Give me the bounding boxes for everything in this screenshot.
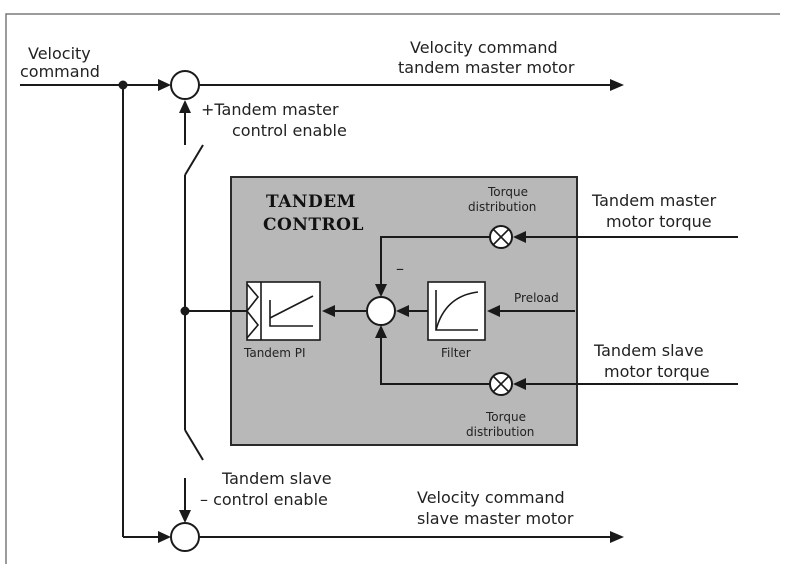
minus-sign: – [396, 259, 404, 278]
filter-to-sum-arrow [396, 305, 409, 317]
filter-curve [435, 291, 479, 331]
torque-bottom-to-sum-line [380, 337, 490, 385]
master-torque-label-1: Tandem master [591, 191, 717, 210]
slave-output-arrow [610, 531, 624, 543]
slave-summing-node [170, 522, 200, 552]
master-torque-label-2: motor torque [606, 212, 712, 231]
tandem-pi-label: Tandem PI [243, 346, 306, 360]
block-title-2: CONTROL [263, 215, 364, 235]
slave-torque-input-arrow [513, 378, 526, 390]
filter-label: Filter [441, 346, 471, 360]
master-enable-label-1: +Tandem master [201, 100, 339, 119]
master-output-arrow [610, 79, 624, 91]
slave-enable-label-1: Tandem slave [221, 469, 332, 488]
master-summing-node [170, 70, 200, 100]
velocity-command-label-1: Velocity [28, 44, 91, 63]
torque-bottom-to-sum-arrow [375, 325, 387, 338]
sum-to-pi-arrow [322, 305, 335, 317]
preload-label: Preload [514, 291, 559, 305]
slave-torque-label-1: Tandem slave [593, 341, 704, 360]
torque-dist-top-cross-b [492, 228, 510, 246]
torque-dist-bottom-cross-b [492, 375, 510, 393]
slave-enable-label-2: – control enable [200, 490, 328, 509]
master-enable-arrow [179, 100, 191, 113]
master-output-label-1: Velocity command [410, 38, 558, 57]
slave-torque-label-2: motor torque [604, 362, 710, 381]
slave-enable-arrow [179, 510, 191, 523]
tandem-pi-block [246, 281, 321, 341]
slave-enable-switch-blade [184, 429, 204, 461]
torque-distribution-top-label-1: Torque [487, 185, 528, 199]
internal-summing-node [366, 296, 396, 326]
arrow-to-slave-summing-node [158, 531, 171, 543]
diagram-frame [5, 13, 780, 564]
tandem-pi-zigzag [245, 283, 260, 339]
velocity-command-label-2: command [20, 62, 100, 81]
slave-output-label-1: Velocity command [417, 488, 565, 507]
torque-top-to-sum-line [380, 236, 490, 286]
master-torque-input-arrow [513, 231, 526, 243]
torque-top-to-sum-arrow [375, 284, 387, 297]
slave-output-label-2: slave master motor [417, 509, 574, 528]
torque-distribution-top-label-2: distribution [468, 200, 536, 214]
master-enable-switch-blade [184, 144, 204, 176]
arrow-to-master-summing-node [158, 79, 171, 91]
master-output-label-2: tandem master motor [398, 58, 575, 77]
tandem-pi-axes [269, 300, 313, 327]
preload-arrow [487, 305, 500, 317]
block-title-1: TANDEM [266, 192, 356, 212]
torque-distribution-bottom-label-2: distribution [466, 425, 534, 439]
torque-distribution-bottom-label-1: Torque [485, 410, 526, 424]
tandem-pi-ramp [269, 295, 314, 319]
master-enable-label-2: control enable [232, 121, 347, 140]
